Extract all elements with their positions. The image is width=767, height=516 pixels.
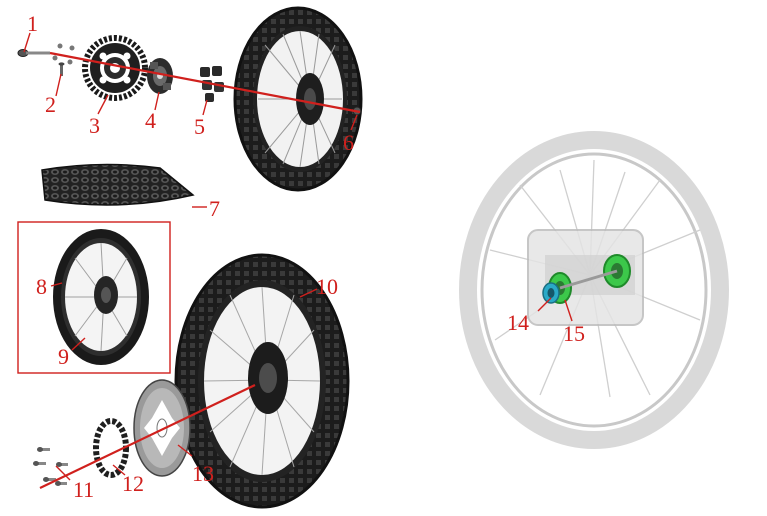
callout-13: 13 bbox=[192, 461, 214, 486]
assembly-axis-bottom bbox=[39, 384, 256, 489]
callout-15: 15 bbox=[563, 321, 585, 346]
callout-6: 6 bbox=[343, 130, 354, 155]
callout-4: 4 bbox=[145, 108, 156, 133]
complete-wheel-box bbox=[17, 221, 171, 374]
complete-wheel-part bbox=[53, 229, 149, 365]
callout-11: 11 bbox=[73, 477, 94, 502]
hub-bearing-detail bbox=[459, 131, 729, 449]
callout-1: 1 bbox=[27, 11, 38, 36]
callout-9: 9 bbox=[58, 344, 69, 369]
chain-part bbox=[41, 163, 195, 206]
callout-7: 7 bbox=[209, 196, 220, 221]
sprocket-carrier-part bbox=[147, 58, 173, 94]
assembly-axis-top bbox=[49, 51, 361, 114]
stud-part bbox=[58, 62, 65, 76]
callout-labels: 1 2 3 4 5 6 7 8 9 10 11 12 13 14 15 bbox=[27, 11, 585, 502]
callout-8: 8 bbox=[36, 274, 47, 299]
nut-parts bbox=[52, 43, 75, 65]
callout-12: 12 bbox=[122, 471, 144, 496]
callout-5: 5 bbox=[194, 114, 205, 139]
leader-lines bbox=[23, 32, 573, 481]
sprocket-part bbox=[82, 35, 148, 101]
bolt-part bbox=[17, 49, 50, 57]
callout-14: 14 bbox=[507, 310, 529, 335]
rear-wheel-assembly bbox=[233, 6, 363, 192]
tire-wheel-part bbox=[174, 253, 350, 509]
callout-3: 3 bbox=[89, 113, 100, 138]
callout-2: 2 bbox=[45, 92, 56, 117]
disc-bolts-part bbox=[33, 447, 68, 486]
callout-10: 10 bbox=[316, 274, 338, 299]
brake-disc-part bbox=[133, 379, 191, 477]
